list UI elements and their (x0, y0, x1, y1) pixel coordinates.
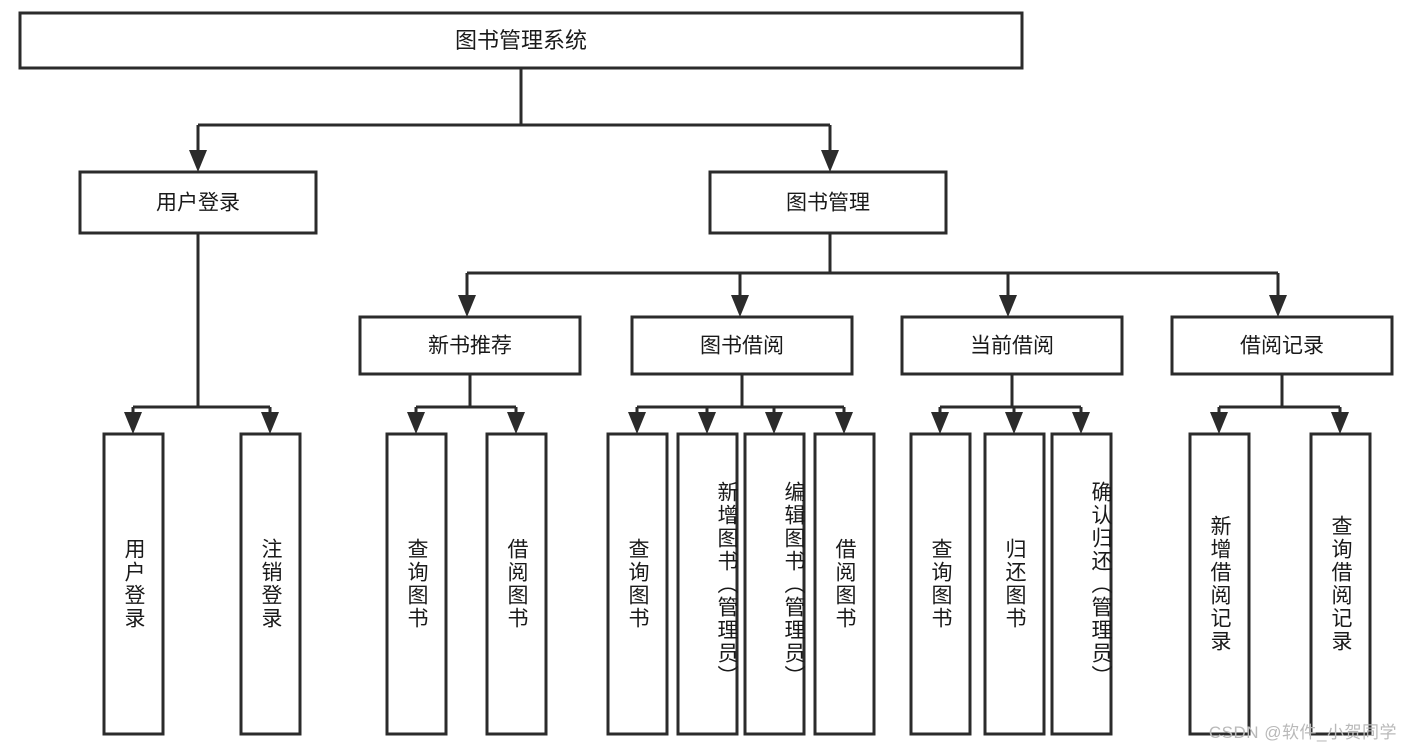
node-leaf-confirm-return-admin-box[interactable] (1050, 432, 1113, 736)
connector-group-new-book-recommend (407, 374, 525, 434)
node-current-borrow[interactable]: 当前借阅 (900, 315, 1124, 376)
node-current-borrow-label: 当前借阅 (970, 335, 1054, 358)
connector-group-user-login (124, 233, 279, 434)
node-book-manage-label: 图书管理 (786, 192, 870, 215)
node-current-borrow-box[interactable] (900, 315, 1124, 376)
arrow-to-leaf-borrow-book (835, 412, 853, 434)
node-leaf-query-book-current-box[interactable] (909, 432, 972, 736)
node-book-manage-box[interactable] (708, 170, 948, 235)
node-user-login-label: 用户登录 (156, 192, 240, 215)
arrow-to-current-borrow (999, 295, 1017, 317)
arrow-to-leaf-edit-book-admin (765, 412, 783, 434)
node-borrow-record-box[interactable] (1170, 315, 1394, 376)
arrow-to-leaf-return-book (1005, 412, 1023, 434)
node-leaf-borrow-book-recommend-box[interactable] (485, 432, 548, 736)
arrow-to-borrow-record (1269, 295, 1287, 317)
node-new-book-recommend-box[interactable] (358, 315, 582, 376)
connector-group-borrow-record (1210, 374, 1349, 434)
node-new-book-recommend[interactable]: 新书推荐 (358, 315, 582, 376)
arrow-to-leaf-add-borrow-record (1210, 412, 1228, 434)
arrow-to-leaf-query-borrow-record (1331, 412, 1349, 434)
node-root-label: 图书管理系统 (455, 28, 587, 53)
node-root[interactable]: 图书管理系统 (18, 11, 1024, 70)
node-book-borrow[interactable]: 图书借阅 (630, 315, 854, 376)
node-leaf-query-borrow-record-box[interactable] (1309, 432, 1372, 736)
connector-group-root (189, 68, 839, 172)
arrow-to-leaf-user-login (124, 412, 142, 434)
node-leaf-user-login-box[interactable] (102, 432, 165, 736)
node-leaf-query-book-recommend-box[interactable] (385, 432, 448, 736)
node-leaf-borrow-book-box[interactable] (813, 432, 876, 736)
node-leaf-logout-box[interactable] (239, 432, 302, 736)
arrow-to-new-book-recommend (458, 295, 476, 317)
arrow-to-user-login (189, 150, 207, 172)
arrow-to-leaf-confirm-return-admin (1072, 412, 1090, 434)
node-leaf-return-book-box[interactable] (983, 432, 1046, 736)
node-leaf-add-book-admin-box[interactable] (676, 432, 739, 736)
arrow-to-leaf-logout (261, 412, 279, 434)
connector-group-book-borrow (628, 374, 853, 434)
arrow-to-leaf-query-book-current (931, 412, 949, 434)
node-root-box[interactable] (18, 11, 1024, 70)
arrow-to-leaf-add-book-admin (698, 412, 716, 434)
node-user-login[interactable]: 用户登录 (78, 170, 318, 235)
arrow-to-leaf-borrow-book-recommend (507, 412, 525, 434)
node-leaf-edit-book-admin-box[interactable] (743, 432, 806, 736)
arrow-to-leaf-query-book-recommend (407, 412, 425, 434)
connector-group-book-manage (458, 233, 1287, 317)
node-book-borrow-box[interactable] (630, 315, 854, 376)
leaf-box-group (102, 432, 1372, 736)
node-leaf-add-borrow-record-box[interactable] (1188, 432, 1251, 736)
arrow-to-book-manage (821, 150, 839, 172)
node-leaf-query-book-borrow-box[interactable] (606, 432, 669, 736)
node-new-book-recommend-label: 新书推荐 (428, 335, 512, 358)
node-book-borrow-label: 图书借阅 (700, 335, 784, 358)
node-borrow-record[interactable]: 借阅记录 (1170, 315, 1394, 376)
connector-group-current-borrow (931, 374, 1090, 434)
node-borrow-record-label: 借阅记录 (1240, 335, 1324, 358)
arrow-to-leaf-query-book-borrow (628, 412, 646, 434)
arrow-to-book-borrow (731, 295, 749, 317)
node-user-login-box[interactable] (78, 170, 318, 235)
node-book-manage[interactable]: 图书管理 (708, 170, 948, 235)
watermark-text: CSDN @软件_小贺同学 (1208, 723, 1397, 742)
